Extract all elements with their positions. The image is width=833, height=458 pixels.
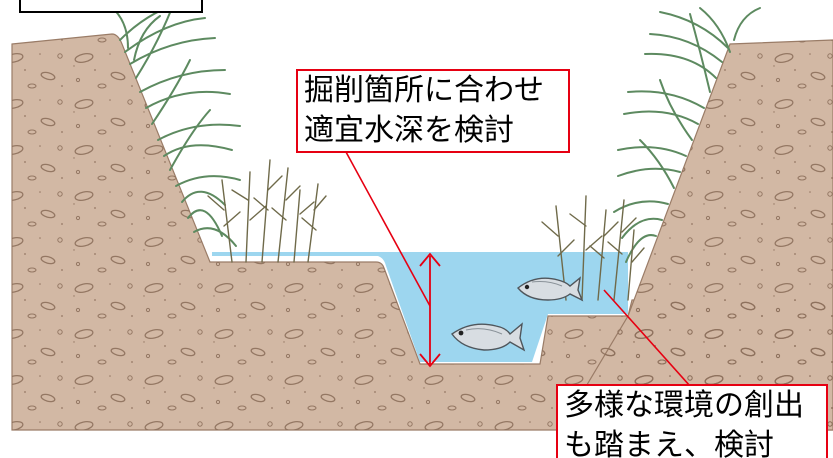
reed-icon — [541, 195, 645, 301]
callout-environment: 多様な環境の創出 も踏まえ、検討 — [556, 384, 828, 458]
water — [212, 252, 628, 362]
grass-icon — [613, 7, 761, 263]
callout-environment-line1: 多様な環境の創出 — [564, 388, 804, 423]
callout-depth: 掘削箇所に合わせ 適宜水深を検討 — [296, 69, 570, 153]
grass-icon — [109, 0, 241, 247]
callout-depth-line1: 掘削箇所に合わせ — [304, 73, 544, 108]
reed-icon — [207, 159, 327, 263]
fish-icon — [451, 322, 526, 352]
leader-line-environment — [603, 289, 691, 387]
label-box-topleft — [19, 0, 203, 13]
leader-line-depth — [345, 151, 431, 307]
depth-arrow-icon — [419, 252, 441, 368]
callout-environment-line2: も踏まえ、検討 — [564, 428, 774, 458]
fish-icon — [516, 276, 584, 302]
callout-depth-line2: 適宜水深を検討 — [304, 113, 514, 148]
